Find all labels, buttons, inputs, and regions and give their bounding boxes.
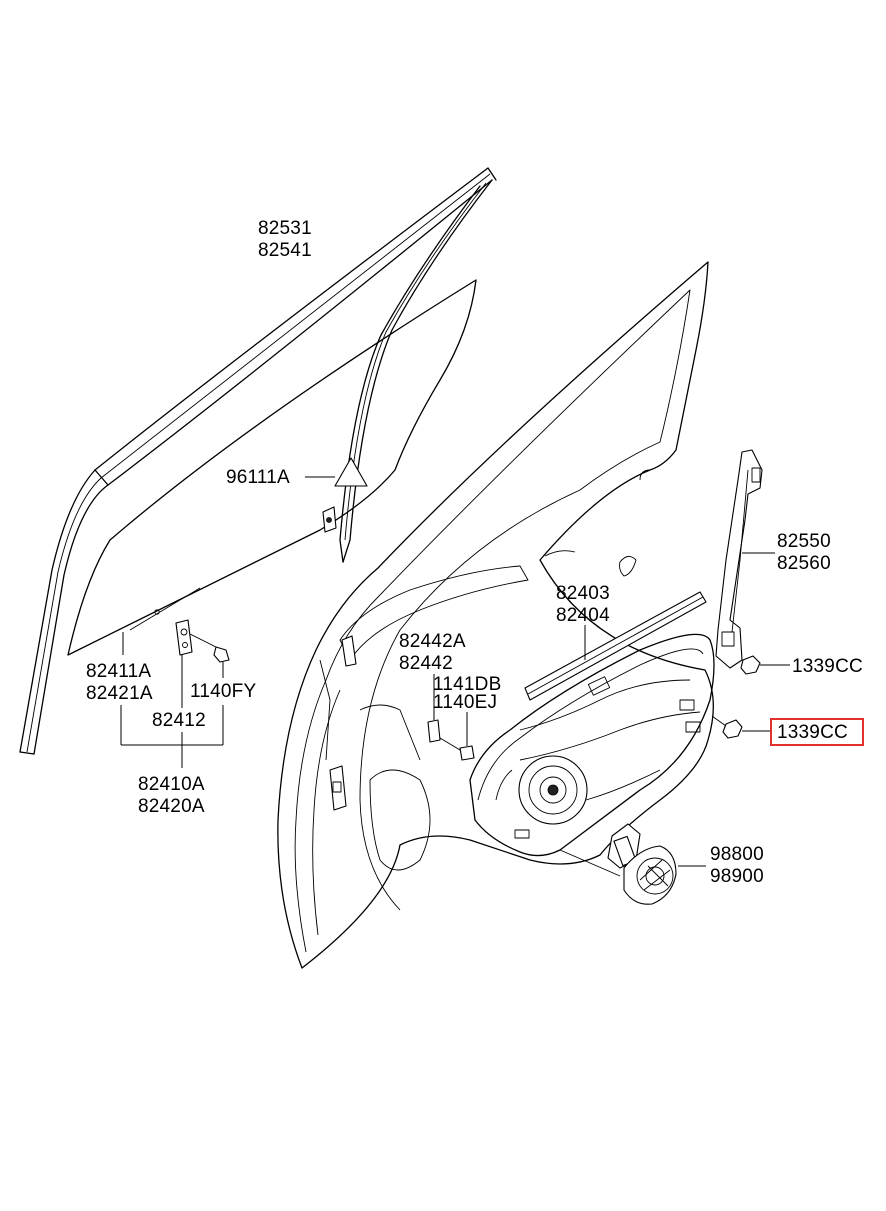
label-motor-assy-1: 98800 [710,844,764,865]
label-regulator-bolt-1: 1141DB [433,674,502,695]
label-motor-assy-2: 98900 [710,866,764,887]
label-glass-bolt: 1140FY [190,681,257,702]
label-nut-highlighted[interactable]: 1339CC [777,722,848,743]
label-glass-assy-1: 82410A [138,774,205,795]
label-door-glass-2: 82421A [86,683,153,704]
nut-upper-drawing [740,655,790,675]
rear-channel-drawing [715,449,775,669]
label-glass-guide-1: 82442A [399,631,466,652]
label-glass-assy-2: 82420A [138,796,205,817]
label-glass-carrier: 82412 [152,710,206,731]
label-regulator-assy-1: 82403 [556,583,610,604]
regulator-assy-drawing [427,591,715,857]
nut-highlighted-drawing [711,715,770,739]
glass-carrier-drawing [175,619,230,708]
motor-assy-drawing [559,823,706,905]
highlight-box[interactable] [770,718,864,746]
label-rear-channel-1: 82550 [777,531,831,552]
door-glass-drawing [67,279,477,656]
label-caution-label: 96111A [226,467,290,488]
glass-assy-leader [120,705,224,768]
label-glass-guide-2: 82442 [399,653,453,674]
label-glass-run-2: 82541 [258,240,312,261]
door-inner-panel-drawing [277,261,714,969]
label-door-glass-1: 82411A [86,661,152,682]
label-glass-run-1: 82531 [258,218,312,239]
label-regulator-bolt-2: 1140EJ [433,692,498,713]
label-regulator-assy-2: 82404 [556,605,610,626]
door-glass-run-drawing [19,167,497,755]
label-rear-channel-2: 82560 [777,553,831,574]
label-nut-upper: 1339CC [792,656,863,677]
